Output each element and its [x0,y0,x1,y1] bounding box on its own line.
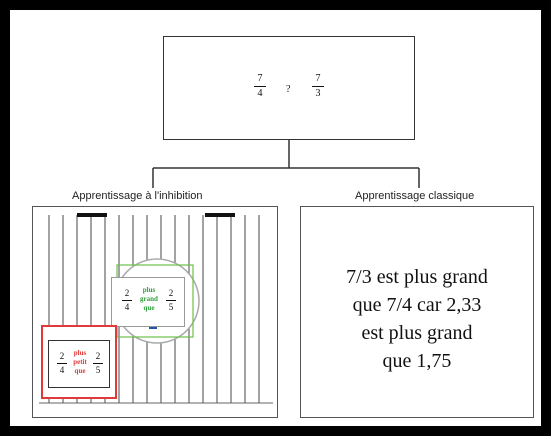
numerator: 2 [59,351,65,361]
fraction-bar [93,363,103,364]
numerator: 2 [124,288,130,298]
denominator: 4 [124,302,130,312]
red-frame: 2 4 plus petit que 2 5 [41,325,117,399]
inhibition-panel: 2 4 plus grand que 2 5 2 4 [32,206,278,418]
inhibition-label: Apprentissage à l'inhibition [72,190,203,202]
left-numerator: 7 [257,73,263,84]
fraction-bar [122,300,132,301]
red-comparison-card: 2 4 plus petit que 2 5 [48,340,110,388]
fraction-bar [166,300,176,301]
right-numerator: 7 [315,73,321,84]
fraction-bar [312,86,324,87]
card-right-fraction: 2 5 [93,351,103,376]
word-petit: petit [73,358,87,366]
left-fraction: 7 4 [254,73,266,100]
card-left-fraction: 2 4 [122,288,132,313]
classic-explanation: 7/3 est plus grand que 7/4 car 2,33 est … [301,263,533,375]
red-words: plus petit que [69,349,91,376]
classic-line-4: que 1,75 [382,350,452,372]
word-grand: grand [140,295,158,303]
left-denominator: 4 [257,88,263,99]
classic-line-1: 7/3 est plus grand [346,266,488,288]
card-left-fraction: 2 4 [57,351,67,376]
card-right-fraction: 2 5 [166,288,176,313]
comparison-box: 7 4 ? 7 3 [163,36,415,140]
denominator: 4 [59,365,65,375]
numerator: 2 [168,288,174,298]
green-comparison-card: 2 4 plus grand que 2 5 [111,277,185,327]
green-words: plus grand que [136,286,162,313]
right-denominator: 3 [315,88,321,99]
word-plus: plus [142,286,156,294]
fraction-bar [57,363,67,364]
classic-label: Apprentissage classique [355,190,475,202]
classic-line-2: que 7/4 car 2,33 [352,294,482,316]
word-que: que [74,367,86,375]
right-fraction: 7 3 [312,73,324,100]
denominator: 5 [95,365,101,375]
word-que: que [143,304,155,312]
classic-line-3: est plus grand [361,322,473,344]
denominator: 5 [168,302,174,312]
numerator: 2 [95,351,101,361]
fraction-bar [254,86,266,87]
question-mark: ? [286,84,291,95]
classic-panel: 7/3 est plus grand que 7/4 car 2,33 est … [300,206,534,418]
word-plus: plus [73,349,87,357]
